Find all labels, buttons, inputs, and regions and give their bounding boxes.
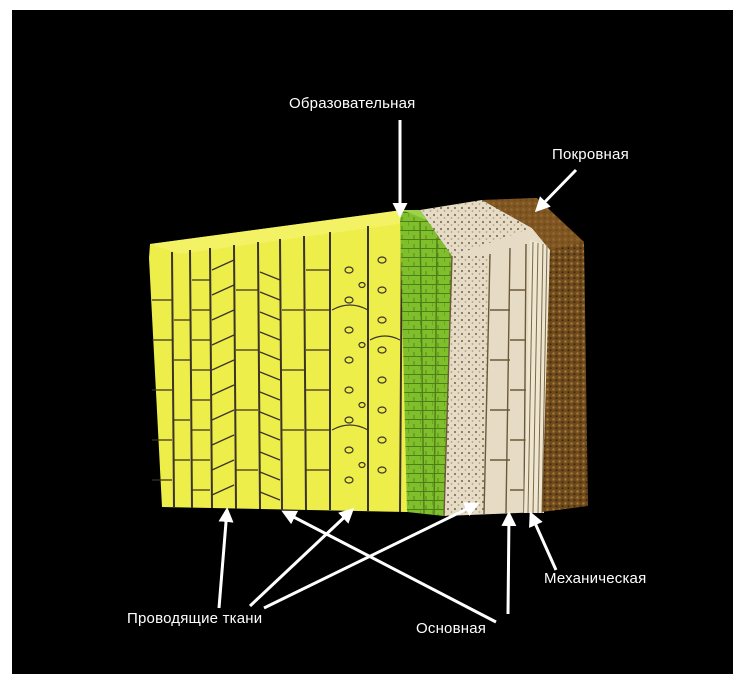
formative-tissue-region xyxy=(400,210,452,516)
diagram-frame: Образовательная Покровная Проводящие тка… xyxy=(12,10,733,674)
tissue-block xyxy=(149,198,588,516)
conducting-tissue-region xyxy=(149,210,427,512)
arrow-conducting-1 xyxy=(219,510,227,608)
label-ground: Основная xyxy=(416,620,486,637)
label-mechanical: Механическая xyxy=(544,570,646,587)
arrow-mechanical xyxy=(531,514,556,570)
arrow-ground-2 xyxy=(508,514,509,614)
label-covering: Покровная xyxy=(552,146,629,163)
label-formative: Образовательная xyxy=(289,95,416,112)
label-conducting: Проводящие ткани xyxy=(127,610,262,627)
arrow-ground-1 xyxy=(284,512,496,622)
arrow-covering xyxy=(537,170,576,210)
